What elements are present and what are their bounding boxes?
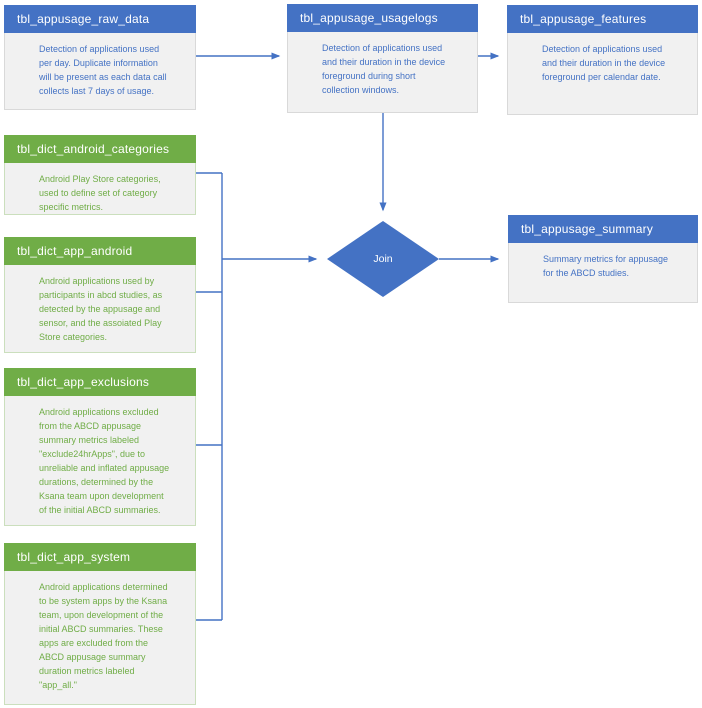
node-tbl-dict-app-system: tbl_dict_app_system Android applications… <box>4 543 196 705</box>
node-tbl-dict-app-exclusions: tbl_dict_app_exclusions Android applicat… <box>4 368 196 526</box>
join-label: Join <box>373 253 393 265</box>
table-description: Android applications determined to be sy… <box>4 571 196 705</box>
join-diamond: Join <box>327 221 439 297</box>
table-name: tbl_appusage_summary <box>508 215 698 243</box>
table-name: tbl_appusage_raw_data <box>4 5 196 33</box>
node-tbl-dict-app-android: tbl_dict_app_android Android application… <box>4 237 196 353</box>
node-tbl-appusage-features: tbl_appusage_features Detection of appli… <box>507 5 698 115</box>
table-description: Detection of applications used and their… <box>507 33 698 115</box>
node-tbl-appusage-usagelogs: tbl_appusage_usagelogs Detection of appl… <box>287 4 478 113</box>
table-name: tbl_dict_app_system <box>4 543 196 571</box>
table-description: Summary metrics for appusage for the ABC… <box>508 243 698 303</box>
table-description: Android Play Store categories, used to d… <box>4 163 196 215</box>
table-description: Detection of applications used per day. … <box>4 33 196 110</box>
table-description: Detection of applications used and their… <box>287 32 478 113</box>
table-name: tbl_dict_app_exclusions <box>4 368 196 396</box>
node-tbl-appusage-summary: tbl_appusage_summary Summary metrics for… <box>508 215 698 303</box>
table-description: Android applications excluded from the A… <box>4 396 196 526</box>
table-name: tbl_appusage_features <box>507 5 698 33</box>
table-name: tbl_dict_android_categories <box>4 135 196 163</box>
node-tbl-dict-android-categories: tbl_dict_android_categories Android Play… <box>4 135 196 215</box>
node-tbl-appusage-raw-data: tbl_appusage_raw_data Detection of appli… <box>4 5 196 110</box>
table-name: tbl_appusage_usagelogs <box>287 4 478 32</box>
table-description: Android applications used by participant… <box>4 265 196 353</box>
table-name: tbl_dict_app_android <box>4 237 196 265</box>
